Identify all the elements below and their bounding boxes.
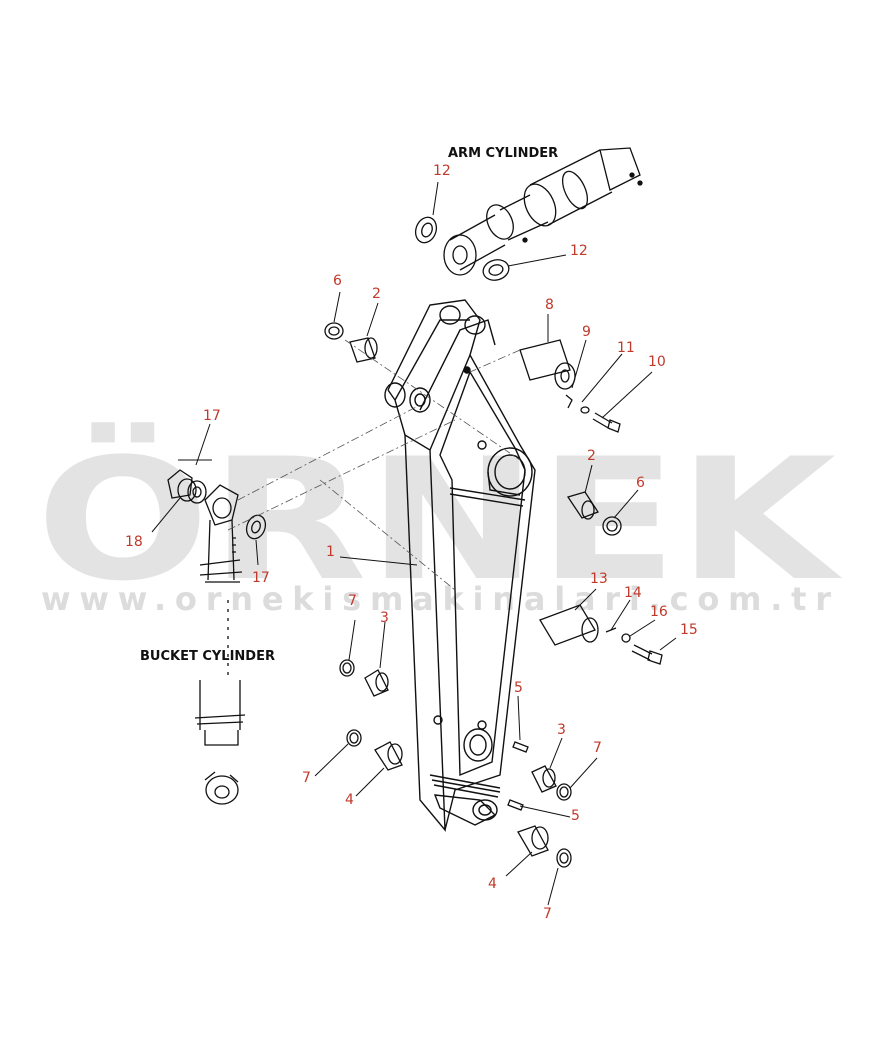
callout-4-left: 4	[345, 792, 354, 808]
callout-6-top: 6	[333, 273, 342, 289]
watermark: ÖRNEK www.ornekismakinalari.com.tr	[36, 422, 843, 618]
small-parts	[324, 322, 663, 868]
callout-1: 1	[326, 544, 335, 560]
callouts: 12 12 6 2 8 9 11 10 17 2 6 18 1 17 13 14…	[125, 163, 698, 922]
callout-7-b: 7	[593, 740, 602, 756]
callout-7-a: 7	[348, 593, 357, 609]
washer-12-a	[414, 216, 438, 244]
callout-13: 13	[590, 571, 608, 587]
washer-17	[245, 514, 267, 540]
callout-4-right: 4	[488, 876, 497, 892]
callout-3-right: 3	[557, 722, 566, 738]
callout-5-bottom: 5	[571, 808, 580, 824]
callout-3-left: 3	[380, 610, 389, 626]
callout-12-right: 12	[570, 243, 588, 259]
callout-12-top: 12	[433, 163, 451, 179]
callout-2-top: 2	[372, 286, 381, 302]
alignment-lines	[227, 339, 521, 591]
arm-body	[384, 299, 536, 833]
callout-17-bottom: 17	[252, 570, 270, 586]
callout-18: 18	[125, 534, 143, 550]
callout-17-top: 17	[203, 408, 221, 424]
callout-2-right: 2	[587, 448, 596, 464]
callout-10: 10	[648, 354, 666, 370]
washer-12-b	[482, 259, 510, 281]
arm-cylinder-caption: ARM CYLINDER	[448, 146, 558, 161]
callout-15: 15	[680, 622, 698, 638]
bucket-cylinder-caption: BUCKET CYLINDER	[140, 649, 275, 664]
callout-5-top: 5	[514, 680, 523, 696]
leader-lines	[151, 181, 677, 906]
arm-cylinder	[443, 147, 643, 276]
callout-9: 9	[582, 324, 591, 340]
shim-stack-18	[167, 469, 207, 504]
bucket-cylinder	[194, 484, 246, 805]
callout-16: 16	[650, 604, 668, 620]
callout-11: 11	[617, 340, 635, 356]
callout-14: 14	[624, 585, 642, 601]
seal-6-top	[324, 322, 344, 340]
callout-8: 8	[545, 297, 554, 313]
callout-6-right: 6	[636, 475, 645, 491]
callout-7-d: 7	[543, 906, 552, 922]
callout-7-c: 7	[302, 770, 311, 786]
